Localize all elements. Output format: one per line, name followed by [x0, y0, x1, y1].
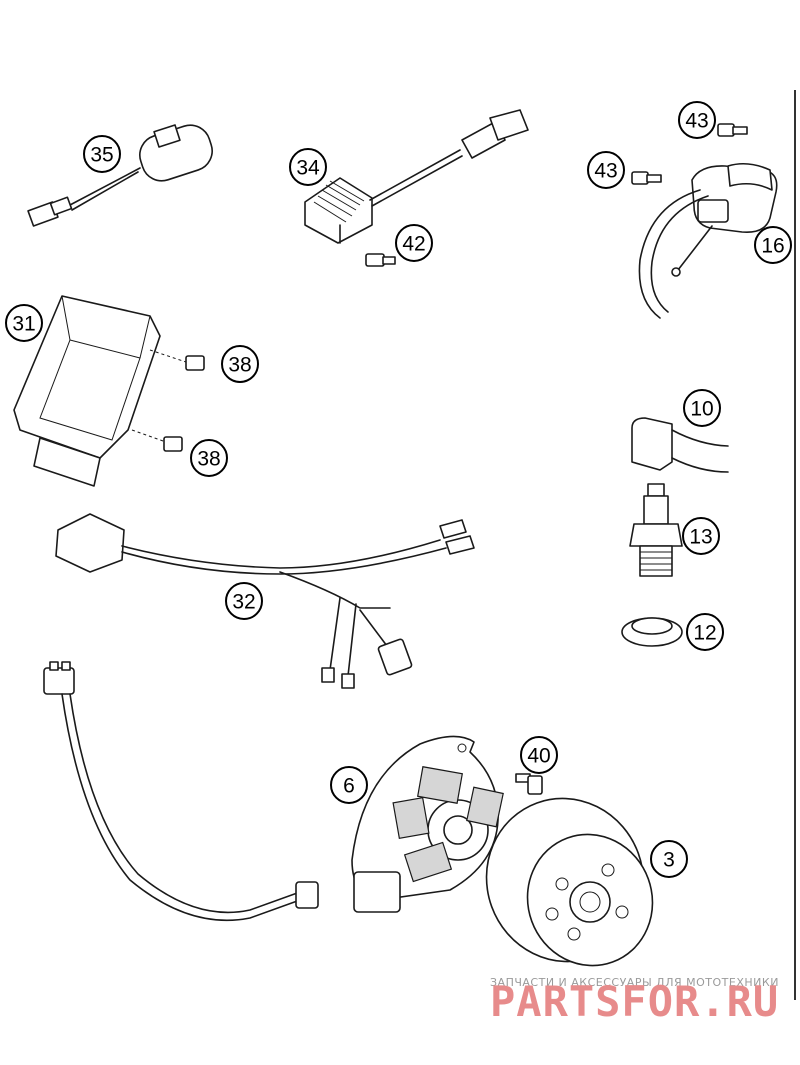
- part-34-drawing: [304, 109, 529, 244]
- part-6-drawing: [351, 735, 504, 913]
- part-42-drawing: [365, 253, 396, 267]
- part-38-screws-drawing: [131, 349, 205, 452]
- callout-35: 35: [83, 135, 121, 173]
- callout-38-bottom-label: 38: [197, 448, 220, 471]
- watermark-tagline: ЗАПЧАСТИ И АКСЕССУАРЫ ДЛЯ МОТОТЕХНИКИ: [490, 976, 779, 989]
- part-31-drawing: [13, 295, 161, 487]
- callout-38-top-label: 38: [228, 354, 251, 377]
- part-35-drawing: [27, 124, 213, 227]
- part-10-drawing: [631, 417, 729, 473]
- callout-3: 3: [650, 840, 688, 878]
- callout-13-label: 13: [689, 526, 712, 549]
- callout-32-label: 32: [232, 591, 255, 614]
- callout-43-top: 43: [678, 101, 716, 139]
- callout-31-label: 31: [12, 313, 35, 336]
- callout-6-label: 6: [343, 775, 355, 798]
- callout-16-label: 16: [761, 235, 784, 258]
- callout-38-bottom: 38: [190, 439, 228, 477]
- callout-13: 13: [682, 517, 720, 555]
- callout-3-label: 3: [663, 849, 675, 872]
- callout-10: 10: [683, 389, 721, 427]
- part-3-drawing: [485, 797, 654, 967]
- callout-31: 31: [5, 304, 43, 342]
- callout-38-top: 38: [221, 345, 259, 383]
- callout-34: 34: [289, 148, 327, 186]
- callout-32: 32: [225, 582, 263, 620]
- callout-43-left: 43: [587, 151, 625, 189]
- callout-35-label: 35: [90, 144, 113, 167]
- part-16-drawing: [638, 162, 778, 319]
- callout-40: 40: [520, 736, 558, 774]
- callout-34-label: 34: [296, 157, 320, 180]
- watermark: ЗАПЧАСТИ И АКСЕССУАРЫ ДЛЯ МОТОТЕХНИКИ PA…: [490, 976, 779, 1026]
- callout-6: 6: [330, 766, 368, 804]
- part-40-drawing: [515, 773, 543, 795]
- callout-43-left-label: 43: [594, 160, 617, 183]
- callout-40-label: 40: [527, 745, 550, 768]
- callout-43-top-label: 43: [685, 110, 708, 133]
- callout-10-label: 10: [690, 398, 713, 421]
- watermark-logo: PARTSFOR.RU: [490, 977, 779, 1026]
- part-32-drawing: [55, 513, 475, 689]
- callout-16: 16: [754, 226, 792, 264]
- part-43-screws-drawing: [631, 123, 748, 185]
- part-13-drawing: [629, 483, 683, 577]
- stator-wire-drawing: [43, 661, 319, 922]
- callout-42-label: 42: [402, 233, 425, 256]
- part-12-drawing: [621, 617, 683, 647]
- callout-12: 12: [686, 613, 724, 651]
- callout-42: 42: [395, 224, 433, 262]
- callout-12-label: 12: [693, 622, 716, 645]
